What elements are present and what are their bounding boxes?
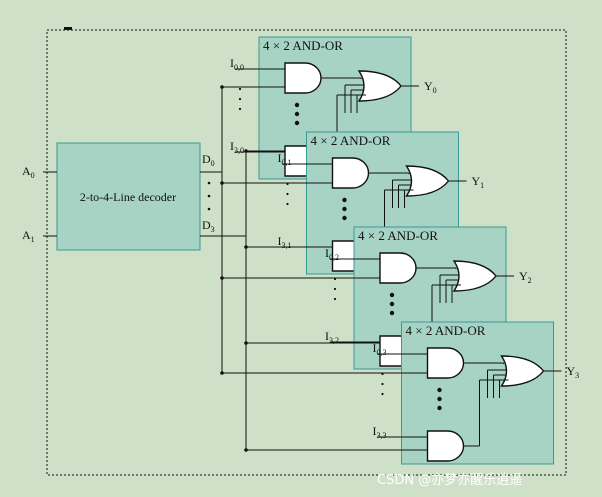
d3-junction-2 [244,341,248,345]
d0-junction-3 [220,371,224,375]
output-label-1: Y1 [472,174,485,190]
modules-layer: 4 × 2 AND-OR I0,0I3,0 Y0 4 × 2 AND-OR I0,1I3… [220,36,580,465]
input-label-top-2: I0,2 [325,246,339,262]
decoder-block: 2-to-4-Line decoder [56,142,201,251]
output-label-d3: D3 [202,218,215,234]
and-gate-top-0 [284,62,322,94]
input-gap-dot-2-1 [333,287,337,291]
input-gap-dot-1-2 [286,202,289,206]
and-gap-dot-3-1 [437,396,442,402]
decoder-box [56,142,201,251]
input-gap-dot-0-1 [238,97,242,101]
and-gap-dot-1-0 [342,197,347,203]
input-label-top-1: I0,1 [278,151,292,167]
or-gate-2 [452,260,497,292]
input-label-a1: A1 [22,228,35,244]
watermark-text: CSDN @亦梦亦醒乐逍遥 [377,472,522,488]
and-gap-dot-0-2 [294,120,300,126]
and-gate-top-3 [426,347,465,379]
outer-frame [46,29,567,476]
and-gap-dot-0-0 [294,102,300,108]
d0-junction-0 [220,85,224,89]
or-gate-0 [357,70,402,102]
input-label-top-3: I0,3 [373,341,387,357]
and-gap-dot-3-2 [437,405,442,411]
module-title-3: 4 × 2 AND-OR [406,323,486,338]
and-gap-dot-2-0 [389,292,395,298]
and-gap-dot-0-1 [294,111,300,117]
output-label-d0: D0 [202,152,215,168]
input-gap-dot-1-0 [286,182,289,186]
and-gate-top-1 [331,157,370,189]
and-gate-top-2 [379,252,417,284]
frame-tick [64,27,72,30]
input-label-bottom-3: I3,3 [373,424,387,440]
and-gap-dot-1-1 [342,206,347,212]
d3-junction-0 [244,149,248,153]
input-label-top-0: I0,0 [230,56,244,72]
output-label-3: Y3 [567,364,580,380]
input-gap-dot-3-1 [381,382,384,386]
input-gap-dot-0-2 [238,107,242,111]
and-gap-dot-1-2 [342,215,347,221]
and-gap-dot-2-1 [389,301,395,307]
output-label-0: Y0 [424,79,437,95]
module-title-1: 4 × 2 AND-OR [311,133,391,148]
decoder-output-dots [207,181,211,211]
d0-junction-2 [220,276,224,280]
module-title-2: 4 × 2 AND-OR [358,228,438,243]
and-gap-dot-2-2 [389,310,395,316]
input-gap-dot-0-0 [238,87,242,91]
output-label-2: Y2 [519,269,532,285]
and-gate-bottom-3 [426,430,465,462]
and-gap-dot-3-0 [437,387,442,393]
d3-junction-1 [244,245,248,249]
module-3: 4 × 2 AND-OR I0,3I3,3 Y3 [220,321,580,465]
input-label-bottom-0: I3,0 [230,139,244,155]
input-gap-dot-3-0 [381,372,384,376]
input-label-a0: A0 [22,164,35,180]
or-gate-1 [405,165,450,197]
input-gap-dot-3-2 [381,392,384,396]
input-label-bottom-1: I3,1 [278,234,292,250]
module-box-3 [401,321,554,465]
or-gate-3 [500,355,545,387]
module-title-0: 4 × 2 AND-OR [263,38,343,53]
input-gap-dot-1-1 [286,192,289,196]
d0-junction-1 [220,181,224,185]
d3-junction-3 [244,448,248,452]
input-gap-dot-2-0 [333,277,337,281]
input-label-bottom-2: I3,2 [325,329,339,345]
input-gap-dot-2-2 [333,297,337,301]
decoder-label: 2-to-4-Line decoder [80,190,176,204]
